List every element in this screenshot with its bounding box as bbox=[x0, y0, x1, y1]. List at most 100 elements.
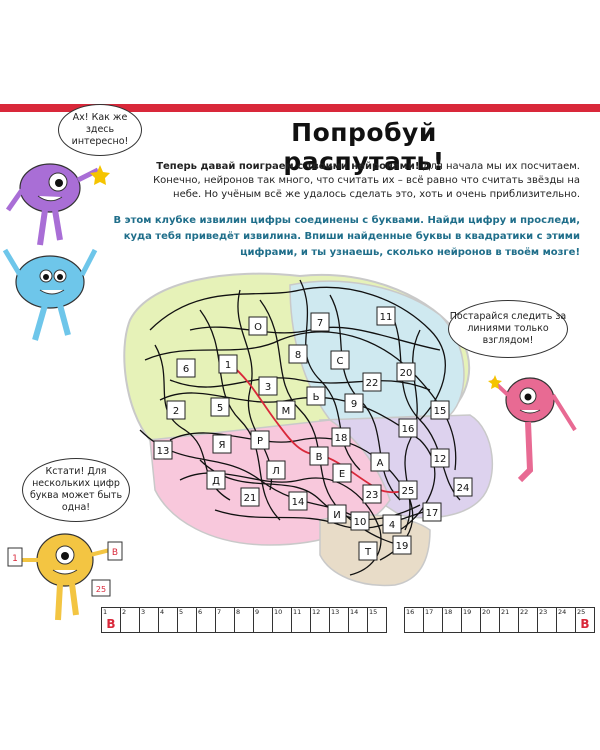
brain-number-24-label: 24 bbox=[457, 483, 470, 494]
answer-cell-15[interactable]: 15 bbox=[368, 607, 387, 633]
brain-letter-3-label: Ь bbox=[313, 392, 320, 403]
card-b bbox=[107, 541, 123, 561]
answer-cell-number: 25 bbox=[577, 608, 586, 616]
answer-cell-letter: В bbox=[106, 617, 116, 631]
answer-cell-number: 11 bbox=[293, 608, 302, 616]
brain-number-7-label: 7 bbox=[317, 318, 323, 329]
answer-cell-21[interactable]: 21 bbox=[500, 607, 519, 633]
brain-letter-1-label: О bbox=[254, 322, 262, 333]
answer-cell-19[interactable]: 19 bbox=[462, 607, 481, 633]
brain-letter-1-box bbox=[248, 316, 268, 336]
brain-number-19-label: 19 bbox=[396, 541, 409, 552]
answer-cell-5[interactable]: 5 bbox=[178, 607, 197, 633]
answer-cell-11[interactable]: 11 bbox=[292, 607, 311, 633]
answer-cell-16[interactable]: 16 bbox=[404, 607, 424, 633]
brain-number-13-label: 13 bbox=[157, 446, 170, 457]
answer-cell-number: 17 bbox=[425, 608, 434, 616]
answer-cell-22[interactable]: 22 bbox=[519, 607, 538, 633]
answer-cell-3[interactable]: 3 bbox=[140, 607, 159, 633]
speech-bubble-ah: Ах! Как же здесь интересно! bbox=[58, 104, 142, 156]
star-icon bbox=[90, 165, 110, 185]
card-1 bbox=[7, 547, 23, 567]
purple-monster bbox=[5, 163, 110, 246]
answer-cell-number: 1 bbox=[103, 608, 108, 616]
answer-cell-number: 13 bbox=[331, 608, 340, 616]
tangle-lines bbox=[139, 279, 461, 576]
brain-letter-13-label: Т bbox=[364, 547, 372, 558]
answer-cell-7[interactable]: 7 bbox=[216, 607, 235, 633]
brain-letter-2-label: С bbox=[337, 356, 344, 367]
card-25-label: 25 bbox=[96, 585, 106, 594]
answer-cell-number: 5 bbox=[179, 608, 184, 616]
answer-cell-number: 6 bbox=[198, 608, 203, 616]
brain-number-1-box bbox=[218, 354, 238, 374]
answer-cell-number: 8 bbox=[236, 608, 241, 616]
answer-cell-8[interactable]: 8 bbox=[235, 607, 254, 633]
brain-number-25-label: 25 bbox=[402, 486, 415, 497]
speech-bubble-try: Постарайся следить за линиями только взг… bbox=[448, 300, 568, 358]
answer-cell-17[interactable]: 17 bbox=[424, 607, 443, 633]
answer-cell-23[interactable]: 23 bbox=[538, 607, 557, 633]
brain-number-23-box bbox=[362, 484, 382, 504]
brain-letter-2-box bbox=[330, 350, 350, 370]
brain-number-8-box bbox=[288, 344, 308, 364]
brain-letter-7-box bbox=[309, 446, 329, 466]
brain-number-15-box bbox=[430, 400, 450, 420]
answer-cell-number: 3 bbox=[141, 608, 146, 616]
answer-cell-number: 21 bbox=[501, 608, 510, 616]
brain-number-14-label: 14 bbox=[292, 497, 305, 508]
card-25 bbox=[91, 579, 111, 597]
answer-cell-20[interactable]: 20 bbox=[481, 607, 500, 633]
brain-number-16-box bbox=[398, 418, 418, 438]
brain-number-22-label: 22 bbox=[366, 378, 379, 389]
brain-number-5-label: 5 bbox=[217, 403, 223, 414]
speech-bubble-btw: Кстати! Для нескольких цифр буква может … bbox=[22, 458, 130, 522]
brain-number-12-label: 12 bbox=[434, 454, 447, 465]
answer-cell-24[interactable]: 24 bbox=[557, 607, 576, 633]
brain-letter-7-label: В bbox=[316, 452, 323, 463]
answer-cell-6[interactable]: 6 bbox=[197, 607, 216, 633]
brain-number-17-box bbox=[422, 502, 442, 522]
brain-letter-6-box bbox=[250, 430, 270, 450]
brain-number-7-box bbox=[310, 312, 330, 332]
brain-letter-8-box bbox=[206, 470, 226, 490]
answer-cell-12[interactable]: 12 bbox=[310, 607, 330, 633]
brain-number-9-box bbox=[344, 393, 364, 413]
brain-boxes: 1234567891011121314151617181920212223242… bbox=[153, 306, 473, 561]
task-instructions: В этом клубке извилин цифры соединены с … bbox=[113, 215, 580, 258]
brain-number-1-label: 1 bbox=[225, 360, 231, 371]
brain-number-9-label: 9 bbox=[351, 399, 357, 410]
brain-number-10-label: 10 bbox=[354, 517, 367, 528]
brain-number-4-label: 4 bbox=[389, 520, 395, 531]
brain-lobe-violet bbox=[319, 414, 493, 519]
answer-cell-number: 15 bbox=[369, 608, 378, 616]
brain-number-2-label: 2 bbox=[173, 406, 179, 417]
brain-letter-10-box bbox=[332, 463, 352, 483]
pink-monster bbox=[488, 375, 577, 483]
card-b-label: B bbox=[112, 548, 118, 558]
brain-number-23-label: 23 bbox=[366, 490, 379, 501]
answer-cell-13[interactable]: 13 bbox=[330, 607, 349, 633]
brain-letter-8-label: Д bbox=[212, 476, 220, 487]
brain-number-11-box bbox=[376, 306, 396, 326]
answer-cell-number: 20 bbox=[482, 608, 491, 616]
answer-cell-number: 23 bbox=[539, 608, 548, 616]
answer-cell-10[interactable]: 10 bbox=[273, 607, 292, 633]
answer-cell-number: 4 bbox=[160, 608, 165, 616]
answer-cell-number: 10 bbox=[274, 608, 283, 616]
answer-cell-number: 14 bbox=[350, 608, 359, 616]
brain-number-15-label: 15 bbox=[434, 406, 447, 417]
answer-cell-14[interactable]: 14 bbox=[349, 607, 368, 633]
brain-number-10-box bbox=[350, 511, 370, 531]
answer-cell-number: 19 bbox=[463, 608, 472, 616]
answer-cell-2[interactable]: 2 bbox=[121, 607, 140, 633]
brain-number-17-label: 17 bbox=[426, 508, 439, 519]
answer-cell-4[interactable]: 4 bbox=[159, 607, 178, 633]
answer-cell-number: 16 bbox=[406, 608, 415, 616]
answer-cell-18[interactable]: 18 bbox=[443, 607, 462, 633]
answer-cell-9[interactable]: 9 bbox=[254, 607, 273, 633]
brain-number-19-box bbox=[392, 535, 412, 555]
